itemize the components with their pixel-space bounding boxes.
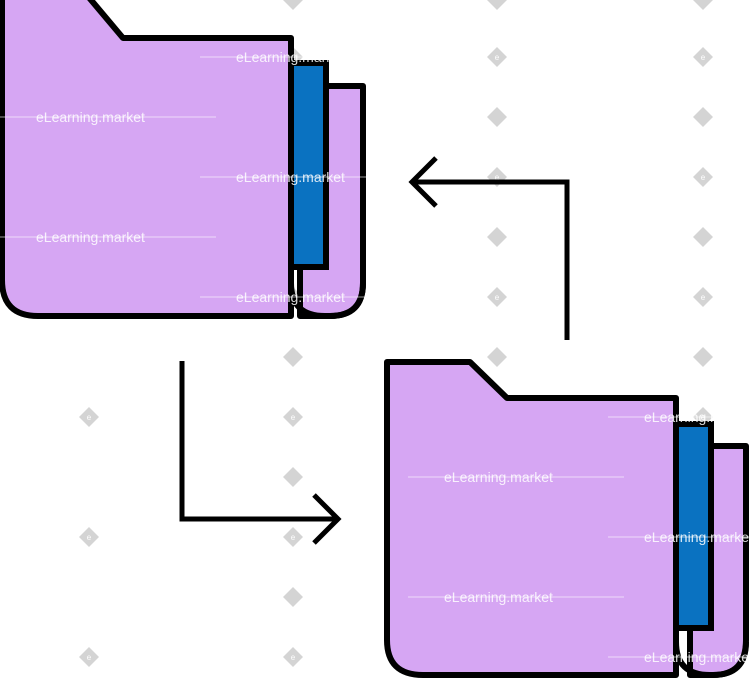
watermark-diamond-icon — [487, 0, 507, 10]
watermark-diamond-icon — [487, 107, 507, 127]
watermark-diamond-icon — [693, 167, 713, 187]
watermark-diamond-icon — [487, 287, 507, 307]
arrow-return-left-icon — [408, 156, 570, 340]
folder-body — [384, 359, 679, 678]
watermark-diamond-icon — [693, 227, 713, 247]
watermark-letter: e — [291, 533, 296, 542]
watermark-diamond-icon — [79, 527, 99, 547]
watermark-letter: e — [87, 413, 92, 422]
watermark-diamond-icon — [693, 0, 713, 10]
watermark-diamond-icon — [283, 467, 303, 487]
watermark-diamond-icon — [283, 347, 303, 367]
watermark-text: eLearning.market — [36, 109, 145, 125]
watermark-diamond-icon — [283, 527, 303, 547]
watermark-letter: e — [495, 173, 500, 182]
folder-front-curl — [288, 267, 366, 319]
watermark-texts: eLearning.market eLearning.market eLearnin… — [0, 49, 750, 665]
watermark-letter: e — [87, 653, 92, 662]
watermark-diamond-icon — [487, 227, 507, 247]
folder-icon-source — [0, 0, 366, 319]
watermark-text: eLearning.market — [644, 649, 750, 665]
watermark-text: eLearning.market — [644, 529, 750, 545]
watermark-diamond-icon — [693, 287, 713, 307]
watermark-letter: e — [701, 53, 706, 62]
watermark-text: eLearning.market — [36, 229, 145, 245]
watermark-diamond-icon — [283, 407, 303, 427]
watermark-diamond-icon — [79, 647, 99, 667]
watermark-diamond-icon — [693, 347, 713, 367]
folder-body — [0, 0, 294, 319]
watermark-diamond-icon — [487, 347, 507, 367]
watermark-letter: e — [495, 293, 500, 302]
watermark-diamond-icon — [283, 647, 303, 667]
watermark-diamond-icon — [487, 47, 507, 67]
watermark-letter: e — [87, 533, 92, 542]
watermark-text: eLearning.market — [236, 169, 345, 185]
watermark-text: eLearning.market — [444, 589, 553, 605]
watermark-diamond-icon — [79, 407, 99, 427]
watermark-diamond-icon — [283, 0, 303, 10]
watermark-letter: e — [701, 173, 706, 182]
watermark-letter: e — [701, 293, 706, 302]
arrow-turn-right-icon — [179, 361, 342, 545]
watermark-text: eLearning.market — [236, 49, 345, 65]
watermark-text: eLearning.market — [644, 409, 750, 425]
watermark-letter: e — [291, 653, 296, 662]
folder-front-curl — [673, 628, 749, 678]
watermark-letter: e — [495, 53, 500, 62]
watermark-text: eLearning.market — [444, 469, 553, 485]
watermark-diamond-icon — [283, 587, 303, 607]
folder-blue-tab — [288, 60, 329, 270]
watermark-diamond-icon — [693, 47, 713, 67]
watermark-text: eLearning.market — [236, 289, 345, 305]
folder-blue-tab — [673, 421, 714, 631]
watermark-diamond-icon — [693, 107, 713, 127]
watermark-letter: e — [291, 413, 296, 422]
